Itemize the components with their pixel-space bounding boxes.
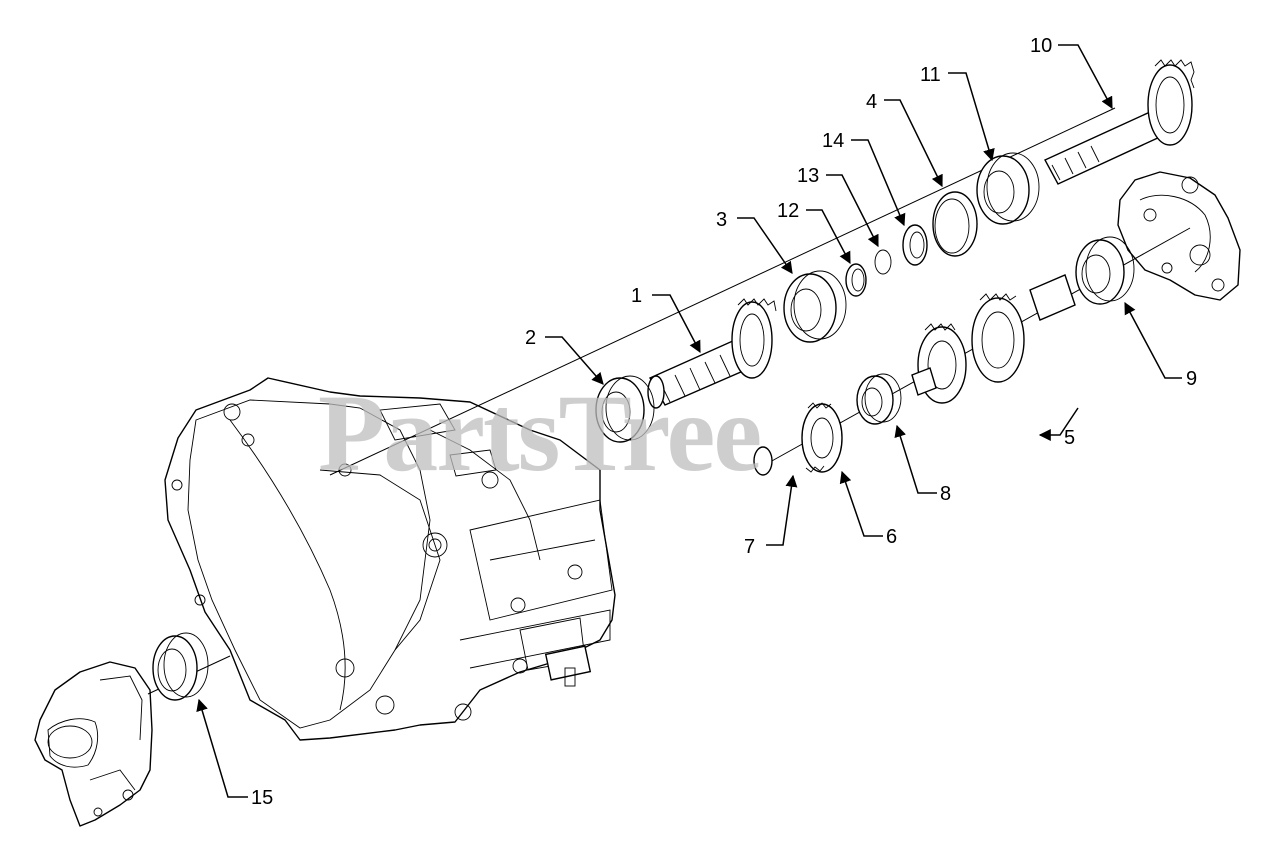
callout-6: 6	[886, 526, 897, 548]
callout-2: 2	[525, 327, 536, 349]
callout-4: 4	[866, 91, 877, 113]
part-10-shaft	[1044, 59, 1195, 185]
part-12-ring	[845, 263, 867, 297]
callout-11: 11	[920, 64, 941, 86]
rear-cover	[1117, 171, 1241, 301]
part-7-snap-ring	[753, 446, 773, 476]
part-6-gear	[801, 402, 843, 473]
watermark-text: PartsTree	[318, 372, 760, 494]
part-13-ring	[874, 249, 892, 275]
callout-14: 14	[822, 130, 844, 152]
callout-8: 8	[940, 483, 951, 505]
part-11-bearing	[976, 152, 1040, 225]
callout-10: 10	[1030, 35, 1052, 57]
end-cover	[34, 661, 153, 827]
callout-13: 13	[797, 165, 819, 187]
callout-15: 15	[251, 787, 273, 809]
part-8-bearing	[856, 373, 902, 425]
transmission-housing	[164, 377, 616, 741]
part-5-cluster-gear	[911, 274, 1076, 404]
part-2-bearing	[595, 375, 655, 443]
callout-12: 12	[777, 200, 799, 222]
callout-7: 7	[744, 536, 755, 558]
part-1-shaft	[647, 298, 777, 409]
callout-5: 5	[1064, 427, 1075, 449]
callout-1: 1	[631, 285, 642, 307]
callout-leaders	[196, 44, 1182, 798]
part-15-seal	[152, 632, 209, 701]
callout-labels: 1 2 3 4 5 6 7 8 9 10 11 12 13 14 15	[251, 35, 1197, 809]
part-3-bearing	[783, 270, 847, 343]
callout-9: 9	[1186, 368, 1197, 390]
part-14-ring	[902, 224, 928, 266]
callout-3: 3	[716, 209, 727, 231]
part-4-washer	[932, 191, 978, 257]
part-9-bearing	[1075, 236, 1135, 305]
